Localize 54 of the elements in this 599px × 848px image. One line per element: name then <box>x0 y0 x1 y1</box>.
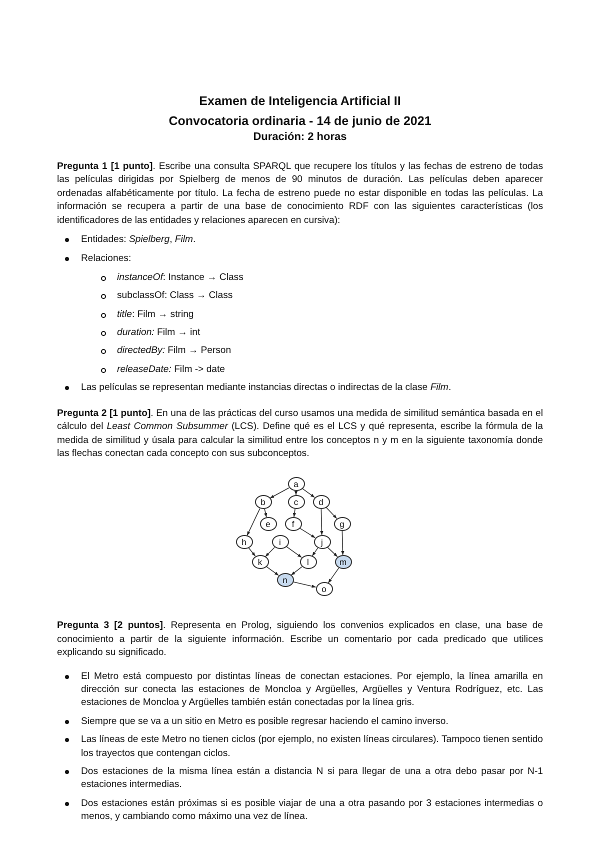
concept-node: c <box>288 495 304 510</box>
arrow <box>270 488 290 499</box>
list-item: Relaciones: <box>81 252 132 266</box>
concept-node: b <box>254 495 272 510</box>
concept-node: d <box>312 495 330 510</box>
list-item: Dos estaciones de la misma línea están a distancia N si para llegar de una a otra debo pasar por N-1 estaciones intermedias. <box>81 764 543 792</box>
list-item: subclassOf: Class → Class <box>117 289 234 303</box>
concept-node: m <box>334 555 352 570</box>
arrow <box>248 548 256 557</box>
question-paragraph: Pregunta 2 [1 punto]. En una de las prácticas del curso usamos una medida de similitud semántica basada en el cálculo del Least Common Subsummer (LCS). Define qué es el LCS y qué representa, escribe la fórmula de la medida de similitud y úsala para calcular la similitud entre los conceptos n y m en la siguiente taxonomía donde las flechas conectan cada concepto con sus subconceptos. <box>57 406 543 460</box>
list-item: Las películas se representan mediante instancias directas o indirectas de la clase Film. <box>81 381 452 395</box>
arrow <box>341 530 344 556</box>
arrow <box>292 582 316 588</box>
arrow <box>299 528 316 538</box>
arrow <box>312 548 318 557</box>
subtitle: Convocatoria ordinaria - 14 de junio de 2021 <box>168 114 432 128</box>
arrow <box>328 568 340 584</box>
list-item: El Metro está compuesto por distintas líneas de conectan estaciones. Por ejemplo, la línea amarilla en dirección sur conecta las estaciones de Moncloa y Argüelles, Argüelles y Ventura Rodríguez, etc. Las estaciones de Moncloa y Argüelles también están conectadas por la línea gris. <box>81 670 543 710</box>
arrow <box>264 508 268 518</box>
concept-node: l <box>300 555 316 570</box>
concept-node: o <box>316 582 332 596</box>
arrow <box>294 490 298 496</box>
arrow <box>290 566 302 576</box>
concept-node: g <box>334 517 350 532</box>
list-item: Entidades: Spielberg, Film. <box>81 233 197 246</box>
title: Examen de Inteligencia Artificial II <box>198 93 402 110</box>
concept-node: n <box>276 573 294 588</box>
concept-node: f <box>284 517 302 532</box>
arrow <box>302 488 315 498</box>
list-item: directedBy: Film → Person <box>117 344 232 358</box>
question-paragraph: Pregunta 3 [2 puntos]. Representa en Prolog, siguiendo los convenios explicados en clase, una base de conocimiento a partir de la siguiente información. Escribe un comentario por cada predicado que utilices explicando su significado. <box>57 619 543 660</box>
arrow <box>320 508 324 536</box>
arrow <box>265 547 275 558</box>
list-item: Siempre que se va a un sitio en Metro es posible regresar haciendo el camino inverso. <box>81 714 450 728</box>
question-paragraph: Pregunta 1 [1 punto]. Escribe una consulta SPARQL que recupere los títulos y las fechas de estreno de todas las películas dirigidas por Spielberg de menos de 90 minutos de duración. Las películas deben aparecer ordenadas alfabéticamente por título. La fecha de estreno puede no estar disponible en todas las películas. La información se recupera a partir de una base de conocimiento RDF con las siguientes características (los identificadores de las entidades y relaciones aparecen en cursiva): <box>57 160 543 228</box>
concept-node: k <box>252 555 268 570</box>
arrow <box>286 546 302 558</box>
list-item: releaseDate: Film -> date <box>117 362 226 376</box>
concept-node: e <box>260 517 276 532</box>
duration-text: Duración: 2 horas <box>252 131 348 143</box>
concept-node: a <box>288 477 304 492</box>
arrow <box>246 508 260 536</box>
list-item: title: Film → string <box>117 308 195 322</box>
list-item: instanceOf: Instance → Class <box>117 270 244 284</box>
list-item: Dos estaciones están próximas si es posible viajar de una a otra pasando por 3 estaciones intermedias o menos, y cambiando como máximo una vez de línea. <box>81 796 543 824</box>
concept-node: h <box>236 535 252 550</box>
list-item: Las líneas de este Metro no tienen ciclos (por ejemplo, no existen líneas circulares). Tampoco tienen sentido los trayectos que contengan ciclos. <box>81 733 543 760</box>
arrow <box>327 547 338 558</box>
arrow <box>292 508 296 518</box>
arrow <box>326 507 338 520</box>
arrow <box>266 566 279 576</box>
concept-node: i <box>272 535 288 550</box>
concept-node: j <box>314 535 330 550</box>
list-item: duration: Film → int <box>117 326 202 340</box>
